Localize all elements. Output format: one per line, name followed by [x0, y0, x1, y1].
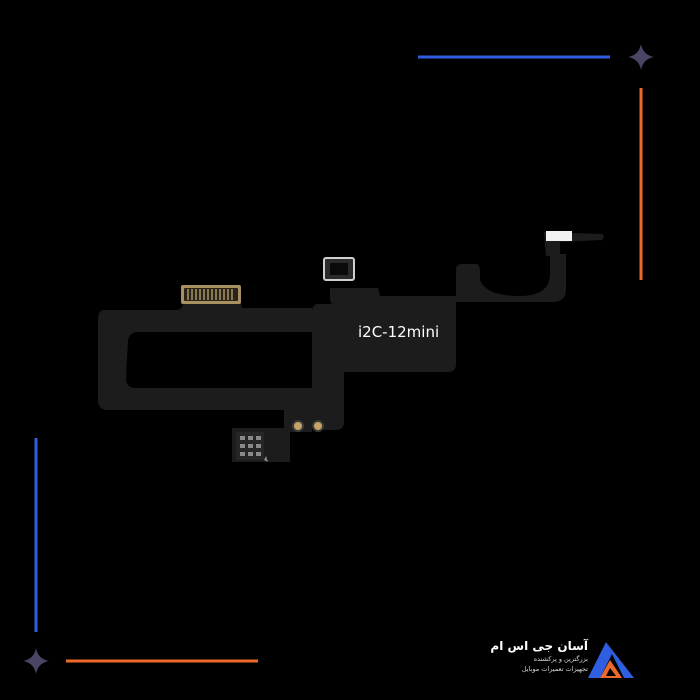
product-label: i2C-12mini: [358, 323, 439, 341]
sparkle-star-icon: [628, 44, 654, 70]
brand-tagline-2: تجهیزات تعمیرات موبایل: [521, 665, 588, 673]
brand-tagline-1: بزرگترین و پرکشنده: [533, 655, 588, 663]
contact-pad: [292, 420, 304, 432]
antenna-contact: [546, 231, 572, 241]
triangle-logo-icon: [588, 642, 634, 678]
brand-text-block: آسان جی اس ام بزرگترین و پرکشنده تجهیزات…: [488, 638, 588, 674]
sparkle-star-icon: [23, 648, 49, 674]
board-connector: [181, 285, 241, 304]
brand-name: آسان جی اس ام: [490, 639, 588, 653]
chip-area: [236, 432, 268, 462]
sensor-frame: [323, 257, 355, 281]
contact-pad: [312, 420, 324, 432]
